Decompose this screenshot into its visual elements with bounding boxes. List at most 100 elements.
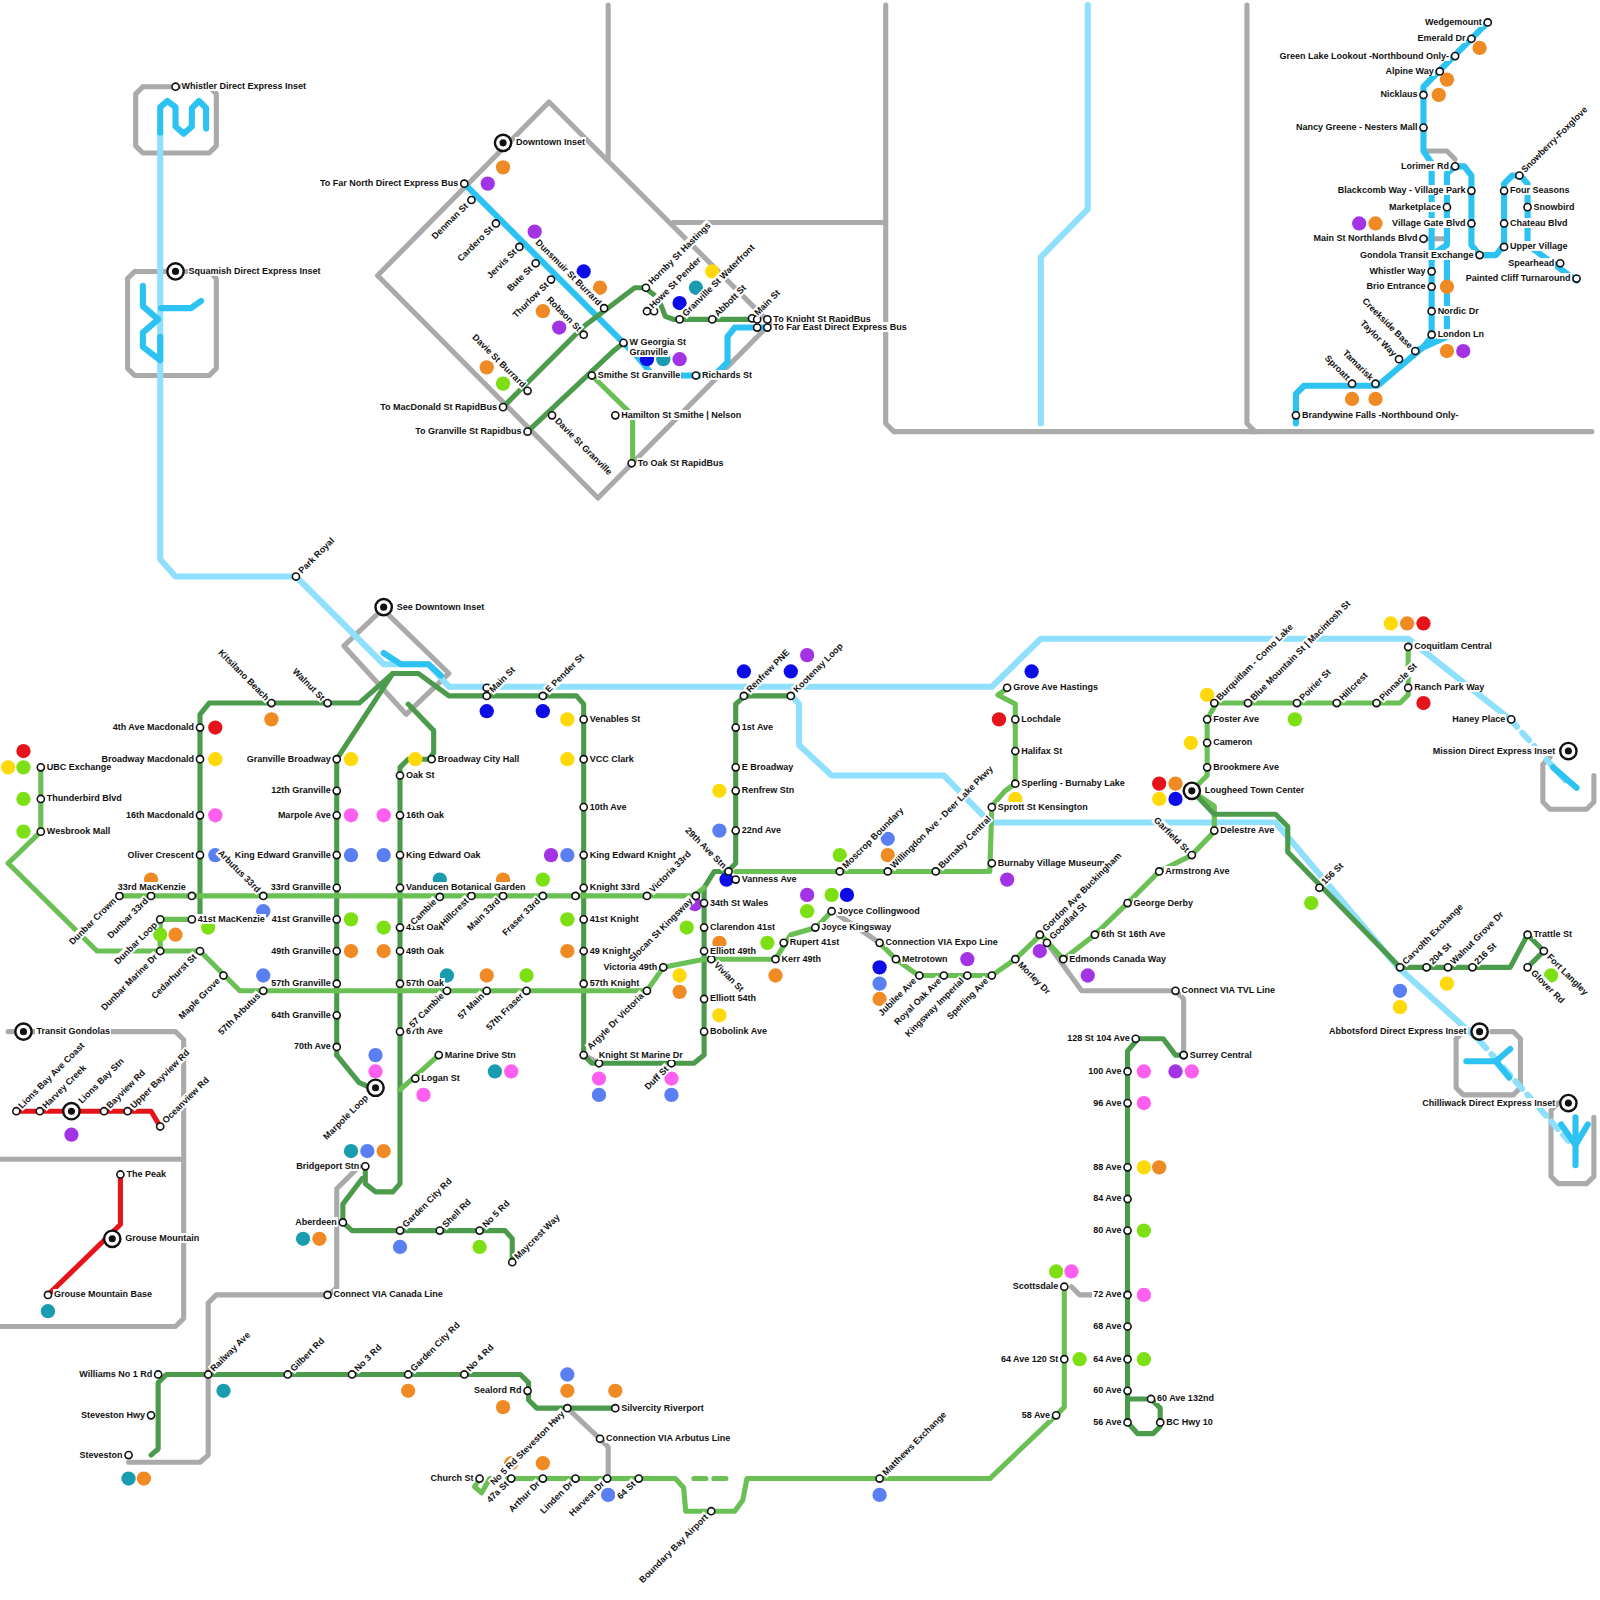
station-label: Richards St	[696, 370, 753, 381]
station-name: Venables St	[589, 714, 642, 724]
station-dot	[405, 1371, 412, 1378]
station-name: Marketplace	[1388, 202, 1442, 212]
station-name: Willingdon Ave - Deer Lake Pkwy	[887, 763, 995, 871]
station-label: See Downtown Inset	[384, 602, 486, 613]
station-name: Broadway Macdonald	[100, 754, 195, 764]
station-name: Lorimer Rd	[1400, 161, 1450, 171]
route-line	[8, 767, 41, 863]
service-dot	[480, 360, 494, 374]
station-dot	[196, 756, 203, 763]
station-dot	[1405, 643, 1412, 650]
station-name: Bridgeport Stn	[295, 1161, 360, 1171]
station-dot	[1476, 252, 1483, 259]
station-label: Connection VIA Expo Line	[880, 937, 999, 948]
station-label: Renfrew Stn	[736, 785, 796, 796]
station-name: Foster Ave	[1212, 714, 1260, 724]
station-name: 156 St	[1319, 860, 1346, 887]
station-name: Poirier St	[1297, 666, 1334, 703]
station-name: Joyce Collingwood	[837, 906, 921, 916]
service-dot	[840, 888, 854, 902]
station-dot	[1469, 964, 1476, 971]
station-name: 41st Knight	[589, 914, 640, 924]
station-name: 34th St Wales	[709, 898, 769, 908]
station-dot	[539, 1475, 546, 1482]
station-label: Lochdale	[1015, 714, 1062, 725]
service-dot	[16, 760, 30, 774]
station-dot	[580, 331, 587, 338]
station-dot	[37, 828, 44, 835]
service-dot	[408, 752, 422, 766]
station-name: Church St	[430, 1473, 475, 1483]
station-name: 49 Knight	[589, 946, 632, 956]
station-name: Nicklaus	[1379, 89, 1418, 99]
service-dot	[1137, 1160, 1151, 1174]
station-label: Marpole Ave	[277, 810, 337, 821]
service-dot	[960, 952, 974, 966]
station-label: Cameron	[1207, 737, 1253, 748]
station-dot	[1524, 931, 1531, 938]
station-name: 88 Ave	[1092, 1162, 1122, 1172]
station-label: Halifax St	[1015, 746, 1063, 757]
station-label: Scottsdale	[1012, 1281, 1065, 1292]
hub-symbol	[63, 1103, 79, 1119]
station-name: Garden City Rd	[408, 1319, 463, 1374]
station-dot	[701, 947, 708, 954]
station-name: Kootenay Loop	[790, 641, 845, 696]
service-dot	[137, 1471, 151, 1485]
service-dot	[536, 304, 550, 318]
station-dot	[333, 852, 340, 859]
station-name: Broadway City Hall	[437, 754, 521, 764]
station-label: Nordic Dr	[1432, 306, 1480, 317]
station-name: Chateau Blvd	[1509, 218, 1569, 228]
station-name: 84 Ave	[1092, 1193, 1122, 1203]
station-name: Halifax St	[1020, 746, 1063, 756]
station-name: Renfrew PNE	[744, 647, 792, 695]
station-dot	[1428, 308, 1435, 315]
station-label: Robson St	[543, 294, 588, 339]
station-name: Bobolink Ave	[709, 1026, 768, 1036]
station-name: Maycrest Way	[512, 1211, 563, 1262]
station-label: Snowberry-Foxglove	[1515, 104, 1591, 180]
station-dot	[642, 284, 649, 291]
station-name: 64th Granville	[270, 1010, 332, 1020]
station-dot	[532, 260, 539, 267]
route-line	[694, 1476, 733, 1481]
station-label: To Oak St RapidBus	[632, 458, 725, 469]
service-dot	[481, 177, 495, 191]
station-name: Burnaby Village Museum	[997, 858, 1106, 868]
station-label: Maycrest Way	[508, 1211, 563, 1266]
station-name: Snowberry-Foxglove	[1519, 104, 1590, 175]
station-label: Connect VIA Canada Line	[328, 1289, 444, 1300]
station-dot	[1468, 35, 1475, 42]
station-dot	[709, 316, 716, 323]
station-dot	[836, 868, 843, 875]
station-dot	[523, 987, 530, 994]
station-name: 70th Ave	[293, 1041, 332, 1051]
station-label: Main St Northlands Blvd	[1312, 233, 1423, 244]
service-dot	[872, 1488, 886, 1502]
station-name: Brandywine Falls -Northbound Only-	[1301, 410, 1460, 420]
station-name: George Derby	[1133, 898, 1195, 908]
station-name: Hamilton St Smithe | Nelson	[620, 410, 742, 420]
station-label: Railway Ave	[204, 1329, 253, 1378]
service-dot	[377, 1144, 391, 1158]
station-name: Cameron	[1212, 737, 1253, 747]
station-name: Metrotown	[901, 954, 949, 964]
service-dot	[664, 1088, 678, 1102]
station-name: Renfrew Stn	[741, 785, 796, 795]
station-label: 49th Oak	[400, 946, 445, 957]
station-label: Garden City Rd	[404, 1319, 463, 1378]
station-label: Marpole Loop	[320, 1084, 379, 1143]
service-dot	[1168, 777, 1182, 791]
service-dot	[377, 944, 391, 958]
service-dot	[377, 920, 391, 934]
station-name: 22nd Ave	[741, 825, 782, 835]
station-dot	[1501, 243, 1508, 250]
station-dot	[732, 876, 739, 883]
station-dot	[628, 460, 635, 467]
station-dot	[1124, 1387, 1131, 1394]
station-name: 60 Ave	[1092, 1385, 1122, 1395]
station-dot	[1468, 187, 1475, 194]
station-dot	[828, 908, 835, 915]
